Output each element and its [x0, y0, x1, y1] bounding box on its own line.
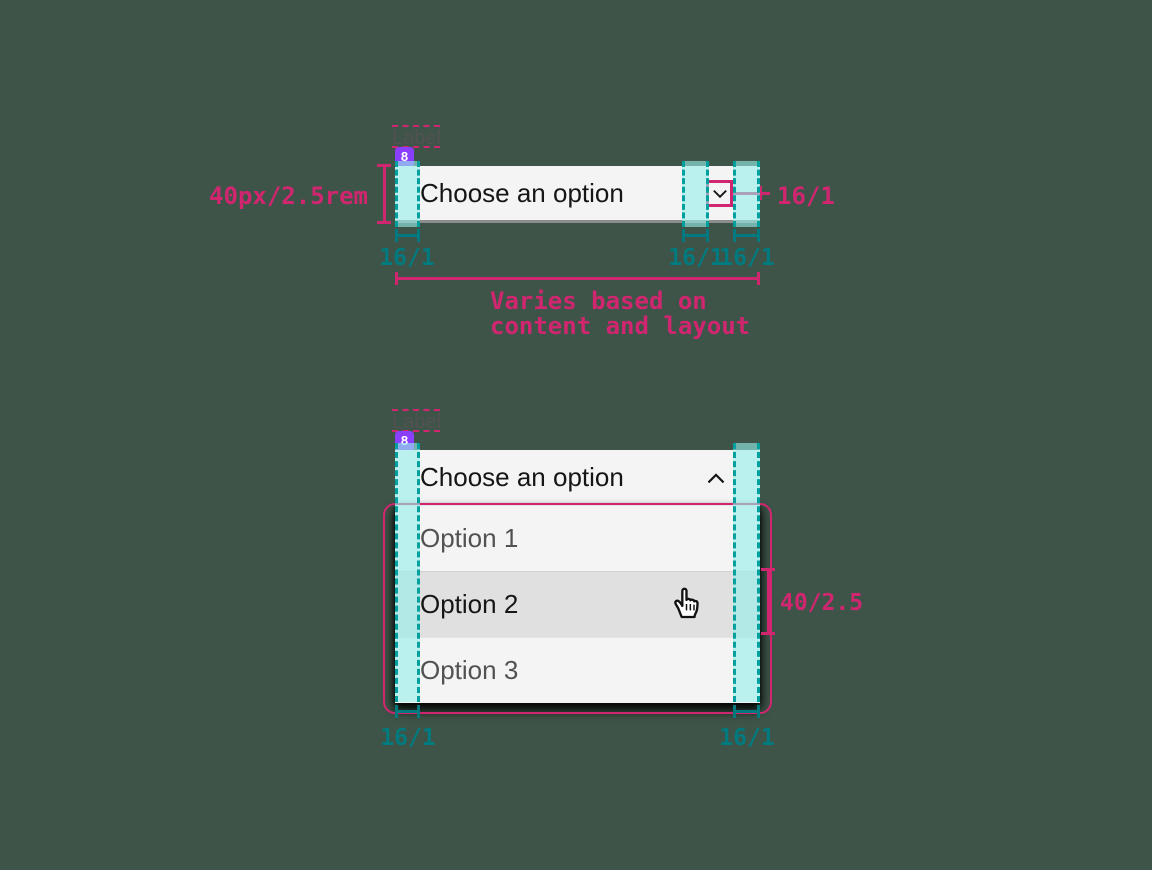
right-padding-annotation-2: 16/1	[719, 245, 775, 271]
right-padding-overlay-inner	[682, 161, 709, 227]
hand-cursor-icon	[666, 582, 706, 627]
dropdown-field-open[interactable]: Choose an option	[395, 450, 760, 505]
left-padding-overlay-open	[395, 443, 420, 702]
menu-option-3[interactable]: Option 3	[395, 637, 760, 703]
field-height-annotation: 40px/2.5rem	[209, 182, 368, 210]
chevron-up-icon[interactable]	[705, 468, 727, 490]
left-padding-annotation-open: 16/1	[380, 725, 436, 751]
icon-size-annotation: 16/1	[777, 182, 835, 210]
right-padding-annotation-open: 16/1	[719, 725, 775, 751]
icon-size-redline-box	[706, 180, 733, 207]
dropdown-menu: Option 1 Option 2 Option 3	[395, 505, 760, 703]
left-padding-overlay	[395, 161, 420, 227]
right-padding-overlay-outer	[733, 161, 760, 227]
closed-dropdown-label: Label	[392, 127, 441, 149]
field-width-ibeam	[395, 272, 760, 285]
open-dropdown-label: Label	[392, 411, 441, 433]
menu-option-2[interactable]: Option 2	[395, 571, 760, 637]
right-padding-ibeam-outer	[733, 229, 760, 242]
right-padding-annotation-1: 16/1	[668, 245, 724, 271]
icon-annotation-leader-cap	[759, 186, 762, 200]
option-height-annotation: 40/2.5	[780, 590, 864, 616]
chevron-down-icon[interactable]	[711, 185, 729, 203]
field-height-ibeam	[377, 164, 391, 224]
left-padding-ibeam	[395, 229, 420, 242]
menu-option-1[interactable]: Option 1	[395, 505, 760, 571]
width-note-line1: Varies based on	[490, 287, 707, 315]
dropdown-placeholder-open: Choose an option	[420, 462, 624, 492]
left-padding-annotation: 16/1	[379, 245, 435, 271]
left-padding-ibeam-open	[395, 705, 420, 718]
dropdown-placeholder: Choose an option	[420, 178, 624, 208]
right-padding-ibeam-open	[733, 705, 760, 718]
option-height-ibeam	[761, 568, 775, 635]
right-padding-overlay-open	[733, 443, 760, 702]
right-padding-ibeam-inner	[682, 229, 709, 242]
width-note-line2: content and layout	[490, 312, 751, 340]
